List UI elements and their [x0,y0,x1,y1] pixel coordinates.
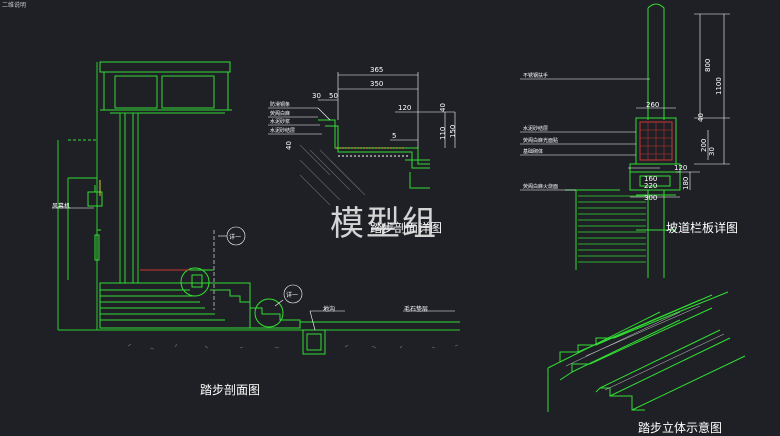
ground-hatch [127,343,459,350]
step-note-3: 水泥砂浆 [270,119,291,125]
ramp-dim-lines [520,13,730,198]
dim-800: 800 [704,58,712,72]
dim-220: 220 [644,182,658,190]
railing-note-4: 基础砌体 [523,149,544,155]
step-detail-drawing [318,119,430,189]
dim-350: 350 [370,80,384,88]
dim-200: 200 [700,138,708,152]
step-note-2: 荧阁白麻 [270,111,291,117]
dim-365: 365 [370,66,384,74]
ramp-railing-stripes [578,195,646,263]
dim-300: 300 [644,194,658,202]
title-step-detail: 踏步剖面详图 [370,221,443,235]
air-unit-label: 风幕机 [52,203,71,210]
dim-40a: 40 [439,103,447,112]
dim-5: 5 [392,132,397,140]
dim-110: 110 [439,126,447,140]
dim-40: 40 [697,113,705,122]
title-step-3d: 踏步立体示意图 [638,421,723,435]
callout-1-label: 详一 [229,234,242,241]
step-section-drawing [57,61,460,355]
step-3d-drawing [547,291,746,412]
railing-note-1: 不锈钢扶手 [523,73,549,79]
step-3d-hatch [565,305,725,391]
step-detail-hatch [299,144,366,206]
dim-50: 50 [329,92,338,100]
railing-note-5: 荧阁白麻火烧面 [523,184,559,190]
dim-260: 260 [646,101,660,109]
railing-note-3: 荧阁白麻光面贴 [523,138,559,144]
title-ramp-railing: 坡道栏板详图 [666,221,739,235]
dim-120: 120 [398,104,412,112]
step-note-1: 防滑铜条 [270,102,291,108]
dim-30: 30 [708,147,716,156]
dim-30: 30 [312,92,321,100]
step-detail-dim-lines [268,72,456,148]
ramp-brick-hatch [640,122,672,160]
dim-1100: 1100 [715,77,723,95]
step-note-4: 水泥砂结层 [270,128,296,134]
dim-150: 150 [449,124,457,138]
callout-leaders [52,207,455,331]
dim-180: 180 [682,176,690,190]
watermark: 模型组 [330,204,438,244]
railing-note-2: 水泥砂结层 [523,126,549,132]
rubble-cushion-label: 毛石垫层 [404,306,429,313]
dim-160: 160 [644,175,658,183]
ramp-railing-drawing [565,3,681,278]
callout-2-label: 详一 [286,292,299,299]
dim-120: 120 [674,164,688,172]
corner-label: 二维说明 [2,2,27,9]
dim-40b: 40 [285,141,293,150]
ditch-label: 地沟 [323,306,336,313]
title-step-section: 踏步剖面图 [200,383,261,397]
